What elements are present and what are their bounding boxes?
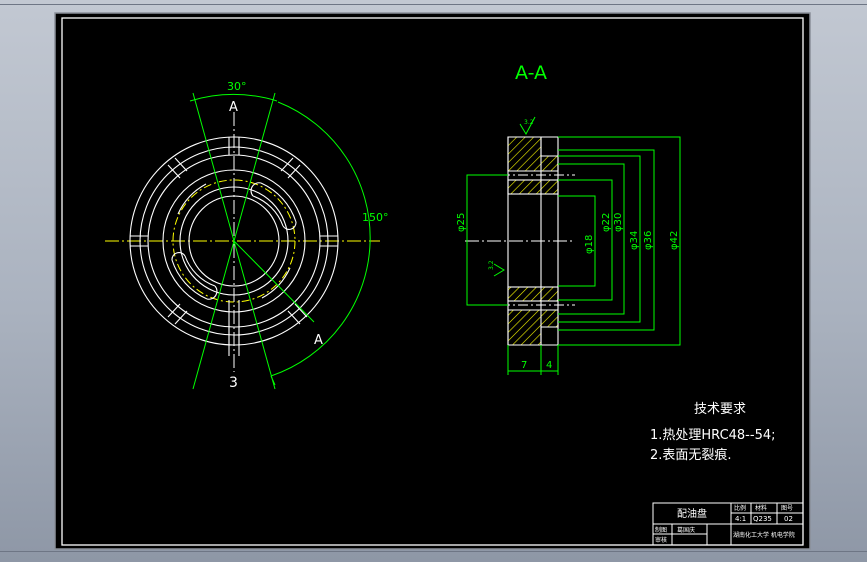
roughness-symbol-side <box>493 263 505 277</box>
inner-circle <box>179 186 289 296</box>
title-col1-val: 4:1 <box>735 515 746 523</box>
angle-lines <box>192 92 315 390</box>
section-dimensions <box>466 116 681 375</box>
left-view <box>105 92 380 390</box>
hatch-upper-inner <box>507 179 559 195</box>
bore-circle <box>188 195 280 287</box>
outer-circle-3 <box>147 154 321 328</box>
angle-150-label: 150° <box>362 211 389 224</box>
title-part-name: 配油盘 <box>677 507 707 520</box>
dim-d30: φ30 <box>613 213 624 232</box>
title-block <box>652 502 804 546</box>
dim-d34: φ34 <box>629 231 640 250</box>
angle-150-arc <box>270 101 371 377</box>
section-label-a-top: A <box>229 100 238 115</box>
body-outline <box>507 136 558 346</box>
pitch-circle <box>172 179 296 303</box>
dim-d22: φ22 <box>601 213 612 232</box>
hatch-lower-inner <box>507 286 559 302</box>
section-title: A-A <box>515 62 547 84</box>
roughness-symbol-top <box>519 116 536 136</box>
dim-w7: 7 <box>521 360 527 371</box>
title-col3-val: 02 <box>784 515 793 523</box>
dim-d25: φ25 <box>456 213 467 232</box>
title-row-review: 审核 <box>655 536 667 544</box>
angle-150-ext <box>270 375 276 386</box>
title-drawn-by: 葛国庆 <box>677 526 695 534</box>
dim-d36: φ36 <box>643 231 654 250</box>
tech-req-title: 技术要求 <box>694 402 746 417</box>
kidney-slots <box>171 182 297 300</box>
groove-circle <box>162 169 306 313</box>
title-col2-val: Q235 <box>753 515 772 523</box>
bottom-label: 3 <box>229 375 238 391</box>
outer-circle-2 <box>139 146 329 336</box>
title-col3-head: 图号 <box>781 505 793 512</box>
dim-d18: φ18 <box>584 235 595 254</box>
tech-req-item-2: 2.表面无裂痕. <box>650 447 732 463</box>
angle-30-arc <box>189 93 278 102</box>
drawing-frame <box>61 17 804 546</box>
title-school: 湖南化工大学 机电学院 <box>733 531 795 539</box>
tech-req-item-1: 1.热处理HRC48--54; <box>650 428 776 443</box>
title-row-drawn: 制图 <box>655 526 667 534</box>
title-col1-head: 比例 <box>734 504 746 512</box>
dim-d42: φ42 <box>669 231 680 250</box>
title-col2-head: 材料 <box>755 504 767 512</box>
angle-30-label: 30° <box>227 80 247 93</box>
drawing-sheet <box>54 12 811 550</box>
roughness-top-label: 3.2 <box>524 119 534 126</box>
roughness-side-label: 3.2 <box>488 260 495 270</box>
dim-w4: 4 <box>546 360 552 371</box>
section-label-a-bottom: A <box>314 333 323 348</box>
outer-circle <box>129 136 339 346</box>
